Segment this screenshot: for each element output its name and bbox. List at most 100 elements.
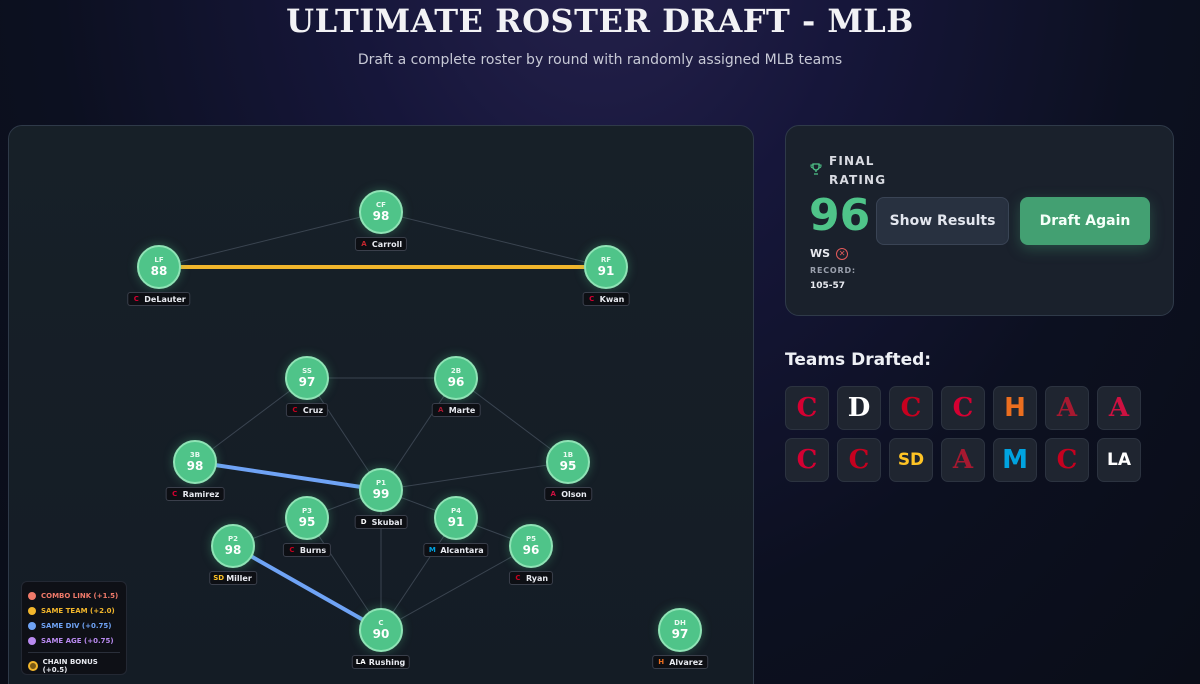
player-position: DH — [674, 619, 686, 627]
player-rating: 98 — [372, 209, 390, 223]
page-title: ULTIMATE ROSTER DRAFT - MLB — [286, 2, 914, 40]
final-rating-label: FINAL RATING — [829, 154, 887, 187]
legend-chain-label: CHAIN BONUS (+0.5) — [42, 657, 98, 674]
team-tile-tigers: D — [837, 386, 881, 430]
team-logo-icon: H — [658, 658, 665, 666]
team-tile-astros: H — [993, 386, 1037, 430]
field-connection-line — [380, 545, 532, 631]
player-position: CF — [376, 201, 386, 209]
field-connection-line — [194, 377, 308, 463]
show-results-button[interactable]: Show Results — [876, 197, 1009, 245]
player-name-tag: C DeLauter — [127, 292, 191, 306]
field-connection-line — [380, 211, 607, 268]
diamondbacks-logo-icon: A — [1056, 393, 1078, 423]
player-name: Burns — [299, 545, 327, 555]
team-tile-marlins: M — [993, 438, 1037, 482]
player-rating: 98 — [186, 459, 204, 473]
legend-color-dot — [28, 606, 36, 615]
draft-again-button[interactable]: Draft Again — [1020, 197, 1150, 245]
player-position: C — [378, 619, 384, 627]
player-position: RF — [600, 256, 612, 264]
player-name: DeLauter — [144, 294, 186, 304]
player-rating: 95 — [559, 459, 577, 473]
final-rating-card: FINAL RATING 96 Show Results Draft Again… — [785, 125, 1174, 316]
player-rating: 91 — [447, 515, 465, 529]
legend-color-dot — [28, 636, 36, 645]
player-name: Skubal — [371, 517, 403, 527]
player-name: Miller — [226, 573, 252, 583]
x-circle-icon: ✕ — [836, 247, 849, 260]
team-tile-reds: C — [1045, 438, 1089, 482]
reds-logo-icon: C — [900, 393, 922, 423]
player-position: P5 — [525, 535, 536, 543]
player-rating: 88 — [150, 264, 168, 278]
legend-item-label: COMBO LINK (+1.5) — [41, 591, 119, 600]
teams-drafted-heading: Teams Drafted: — [785, 350, 932, 370]
team-tile-reds: C — [889, 386, 933, 430]
team-logo-icon: M — [428, 546, 436, 554]
guardians-logo-icon: C — [796, 445, 818, 475]
player-rating: 98 — [224, 543, 242, 557]
field-connection-line — [380, 461, 569, 491]
player-name: Carroll — [371, 239, 403, 249]
team-tile-padres: SD — [889, 438, 933, 482]
team-tile-guardians: C — [941, 386, 985, 430]
player-position: SS — [302, 367, 312, 375]
player-position: P1 — [375, 479, 386, 487]
player-name: Olson — [561, 489, 587, 499]
legend-color-dot — [28, 591, 36, 600]
team-tile-diamondbacks: A — [1045, 386, 1089, 430]
field-connection-line — [158, 211, 382, 268]
player-position: LF — [154, 256, 164, 264]
team-logo-icon: SD — [213, 574, 225, 582]
player-position: 1B — [562, 451, 574, 459]
team-logo-icon: C — [133, 295, 139, 303]
player-name-tag: A Carroll — [354, 237, 408, 251]
player-name: Cruz — [302, 405, 324, 415]
player-position: P3 — [301, 507, 312, 515]
trophy-icon — [810, 163, 822, 175]
same-div-bonus-link — [193, 460, 383, 492]
legend-item-label: SAME TEAM (+2.0) — [41, 606, 115, 615]
player-rating: 96 — [522, 543, 540, 557]
player-position: 3B — [189, 451, 201, 459]
player-rating: 99 — [372, 487, 390, 501]
team-logo-icon: A — [361, 240, 367, 248]
team-tile-braves: A — [1097, 386, 1141, 430]
guardians-logo-icon: C — [952, 393, 974, 423]
player-name: Marte — [448, 405, 476, 415]
marlins-logo-icon: M — [1002, 445, 1028, 475]
team-logo-icon: C — [515, 574, 521, 582]
legend-item: COMBO LINK (+1.5) — [28, 588, 120, 603]
page-subtitle: Draft a complete roster by round with ra… — [357, 52, 843, 68]
world-series-label: WS — [810, 247, 831, 260]
dodgers-logo-icon: LA — [1107, 450, 1131, 470]
same-div-bonus-link — [231, 544, 383, 632]
legend-item-label: SAME DIV (+0.75) — [41, 621, 112, 630]
guardians-logo-icon: C — [796, 393, 818, 423]
player-rating: 95 — [298, 515, 316, 529]
